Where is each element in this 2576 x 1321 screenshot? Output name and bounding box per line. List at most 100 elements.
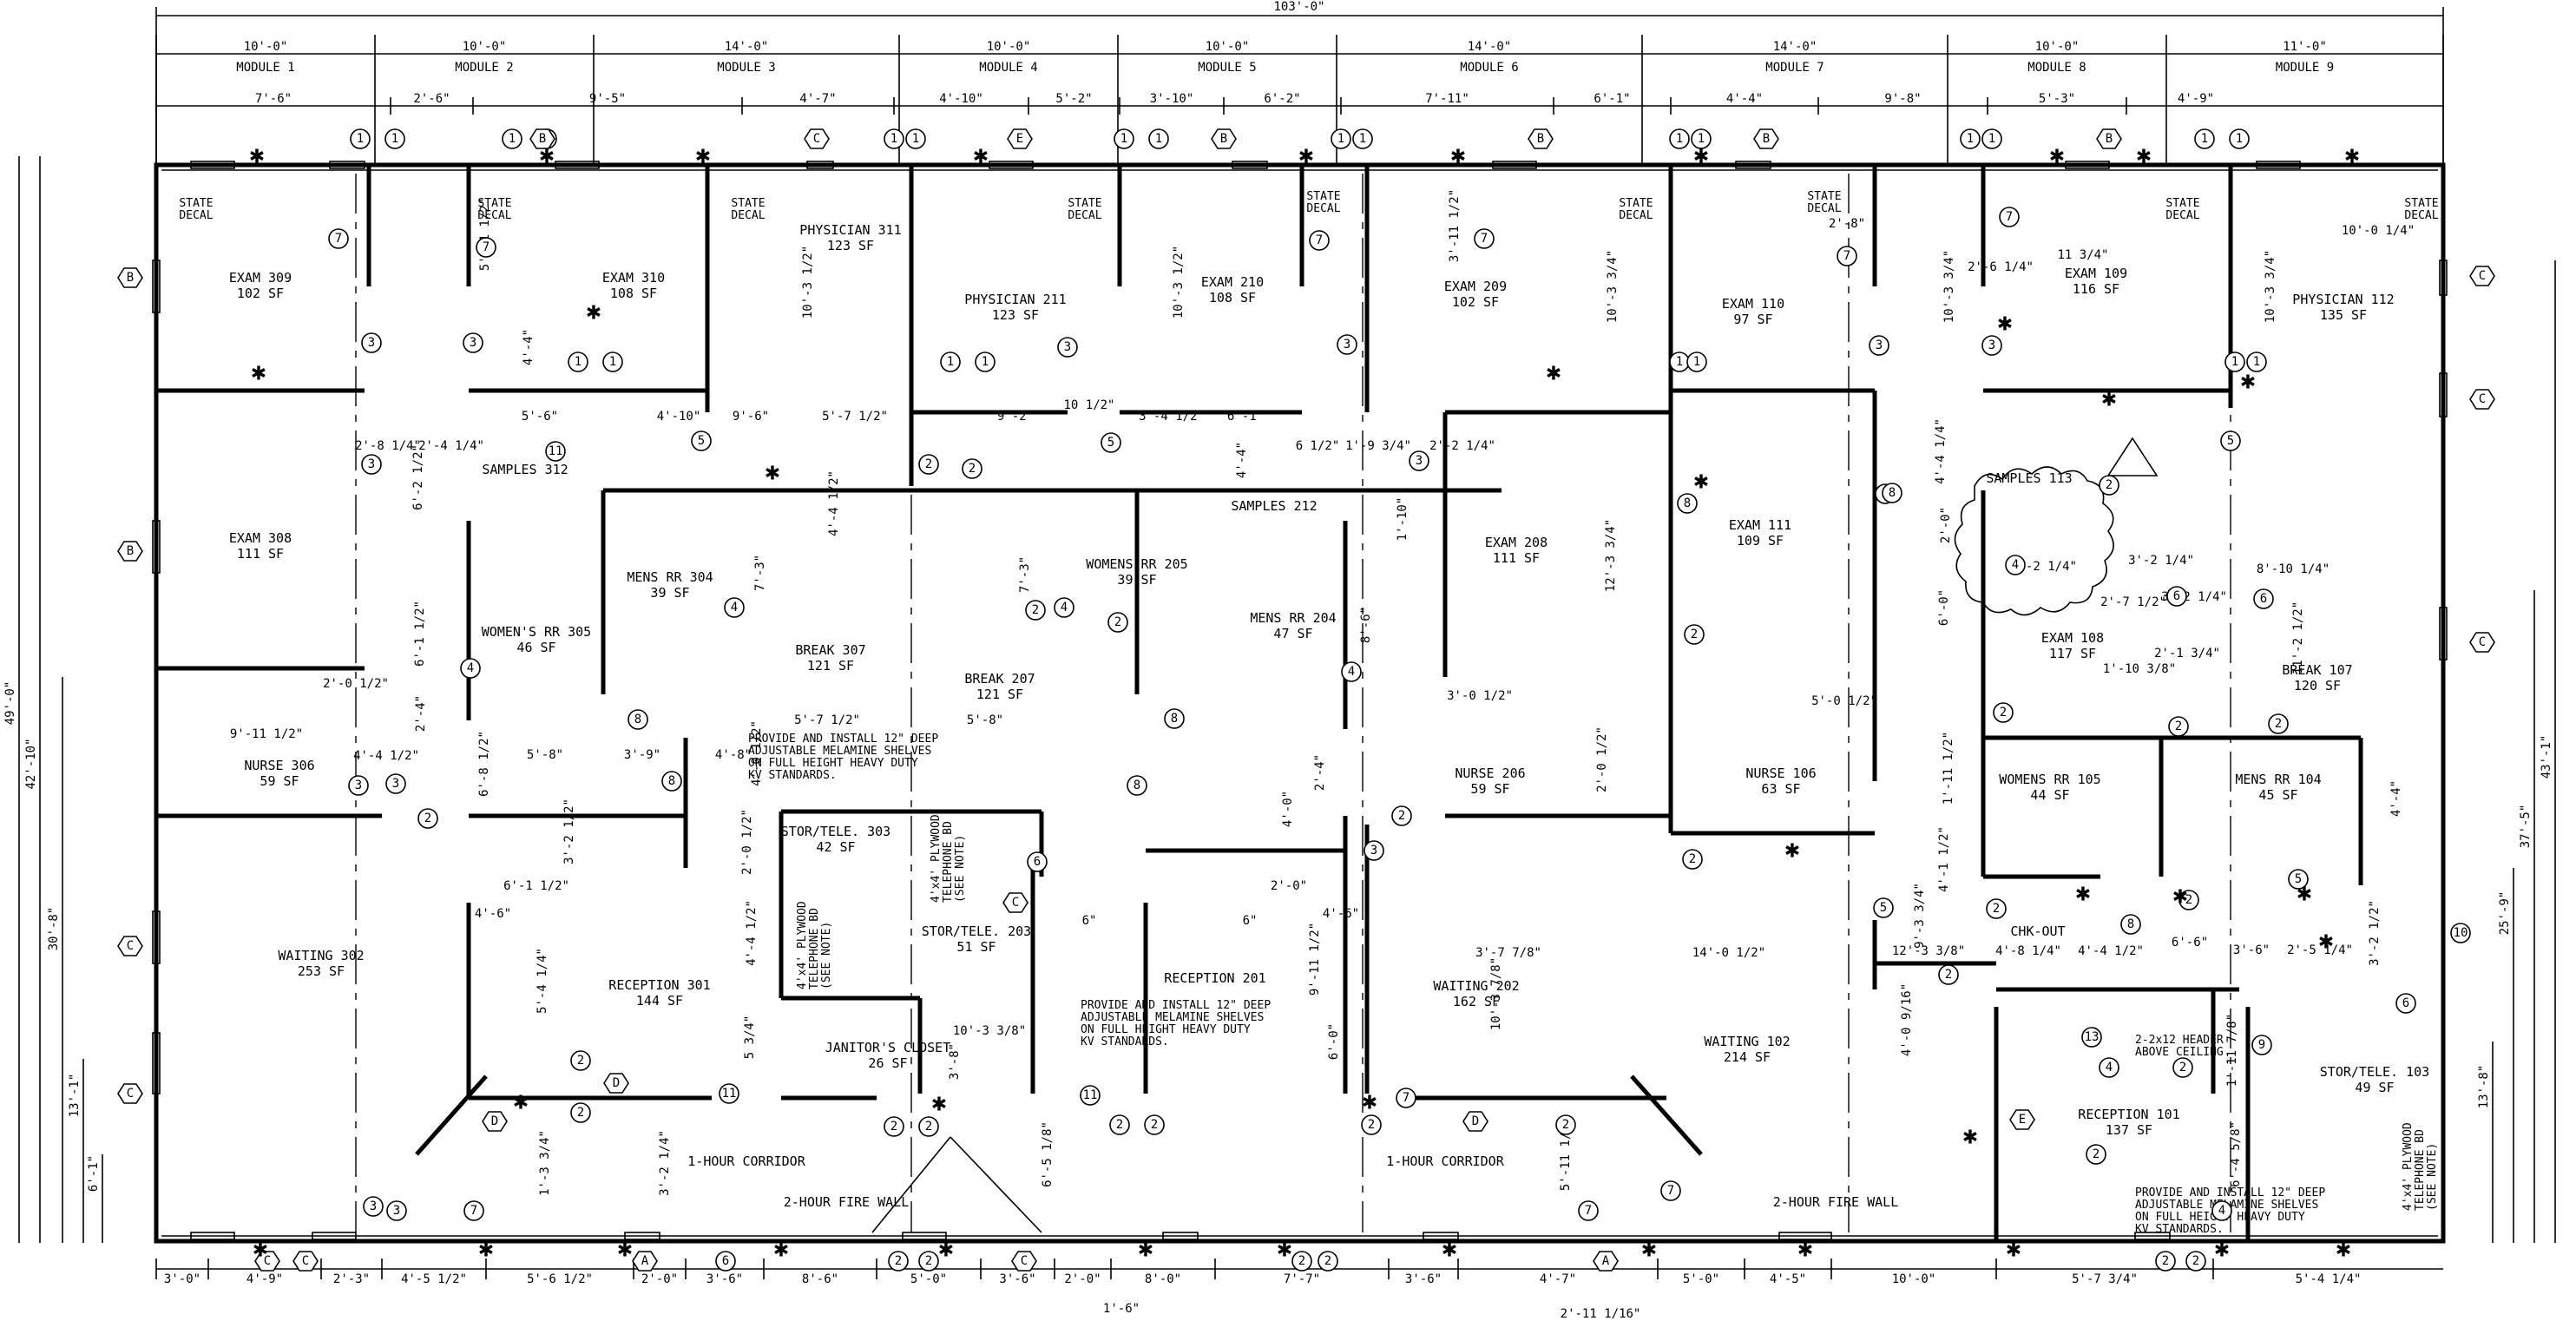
window-7	[1735, 161, 1771, 169]
svg-text:C: C	[2479, 269, 2486, 283]
room-area-8: 135 SF	[2320, 307, 2367, 323]
svg-text:C: C	[1012, 896, 1019, 910]
window-tag-14: C	[254, 1251, 280, 1272]
top-dim-0: 7'-6"	[255, 92, 292, 106]
door-tag-6: 1	[1114, 128, 1134, 149]
svg-text:1: 1	[1120, 132, 1127, 146]
window-tag-6: B	[2096, 128, 2122, 149]
door-tag-27: 3	[1981, 335, 2002, 356]
room-name-29: STOR/TELE. 203	[922, 923, 1031, 939]
plywood-3-line-3: (SEE NOTE)	[2426, 1143, 2439, 1211]
state-decal-0-l1: STATE	[179, 197, 213, 210]
interior-dim-35: 2'-7 1/2"	[2100, 595, 2166, 609]
bottom-dim-0: 3'-0"	[164, 1272, 200, 1286]
top-dim-4: 4'-10"	[939, 92, 983, 106]
module-width-5: 10'-0"	[1206, 40, 1250, 54]
room-name-26: WOMENS RR 105	[1999, 772, 2100, 787]
interior-dim-81: 4'-4 1/2"	[2078, 944, 2144, 958]
svg-text:2: 2	[1151, 1118, 1158, 1132]
svg-text:7: 7	[470, 1204, 477, 1218]
room-area-28: 42 SF	[816, 839, 855, 855]
window-tag-3: B	[1211, 128, 1237, 149]
svg-text:2: 2	[2162, 1254, 2169, 1268]
room-name-20: SAMPLES 113	[1986, 470, 2072, 486]
door-tag-50: 6	[2253, 588, 2274, 609]
room-area-24: 59 SF	[1470, 781, 1509, 797]
column-marker-9: ✱	[2344, 146, 2360, 168]
bottom-dim-9: 3'-6"	[999, 1272, 1035, 1286]
module-width-6: 14'-0"	[1468, 40, 1512, 54]
state-decal-4-l1: STATE	[1306, 190, 1340, 203]
svg-text:9: 9	[2258, 1038, 2265, 1052]
interior-dim-60: 2'-0 1/2"	[740, 809, 754, 875]
svg-text:3: 3	[1876, 338, 1883, 352]
interior-dim-19: 2'-8 1/4"	[355, 439, 421, 453]
side-window-r-1	[2439, 372, 2448, 417]
svg-text:1: 1	[947, 355, 954, 369]
shelves-note-1-line-2: ADJUSTABLE MELAMINE SHELVES	[748, 745, 931, 758]
svg-text:1: 1	[391, 132, 398, 146]
svg-text:1: 1	[1155, 132, 1162, 146]
interior-dim-2: 10'-3 1/2"	[1172, 246, 1186, 319]
column-marker-35: ✱	[1641, 1239, 1657, 1261]
bottom-dim-3: 4'-5 1/2"	[401, 1272, 467, 1286]
window-tag-8: C	[2469, 389, 2495, 410]
left-dim-4: 6'-1"	[87, 1155, 101, 1192]
interior-dim-43: 8'-6"	[1359, 607, 1373, 643]
door-tag-58: 8	[1882, 483, 1902, 503]
door-tag-75: 3	[1364, 840, 1384, 861]
room-name-36: CHK-OUT	[2010, 923, 2065, 939]
state-decal-7-l2: DECAL	[2165, 209, 2199, 222]
svg-text:3: 3	[368, 336, 375, 350]
door-tag-45: 4	[1054, 597, 1074, 618]
svg-text:8: 8	[634, 713, 641, 726]
door-tag-47: 2	[2099, 475, 2119, 496]
interior-dim-91: 1'-11 7/8"	[2225, 1014, 2239, 1087]
door-tag-52: 8	[1164, 708, 1185, 729]
svg-text:3: 3	[470, 336, 476, 350]
room-area-34: 162 SF	[1453, 994, 1500, 1009]
interior-dim-89: 3'-8"	[948, 1043, 962, 1080]
door-tag-36: 3	[361, 454, 382, 475]
svg-text:4: 4	[2012, 558, 2019, 572]
door-tag-7: 1	[1148, 128, 1169, 149]
svg-text:2: 2	[1993, 902, 2000, 916]
interior-dim-10: 10'-3 3/4"	[2264, 250, 2277, 323]
svg-text:1: 1	[912, 132, 919, 146]
window-16	[1778, 1232, 1832, 1240]
shelves-note-2-line-4: KV STANDARDS.	[1081, 1035, 1169, 1048]
svg-text:D: D	[1472, 1114, 1479, 1128]
door-tag-35: 1	[2246, 352, 2267, 372]
door-tag-88: 2	[570, 1102, 591, 1123]
top-dim-7: 6'-2"	[1264, 92, 1300, 106]
column-marker-25: ✱	[1362, 1092, 1377, 1114]
column-marker-18: ✱	[1784, 840, 1800, 862]
room-area-19: 109 SF	[1737, 533, 1784, 549]
door-tag-13: 1	[1981, 128, 2002, 149]
interior-dim-87: 5 3/4"	[743, 1015, 757, 1060]
window-tag-19: C	[1002, 892, 1028, 913]
door-tag-90: 2	[918, 1116, 939, 1137]
interior-dim-77: 14'-0 1/2"	[1692, 946, 1765, 960]
window-tag-21: D	[482, 1111, 508, 1132]
room-area-23: 59 SF	[260, 773, 299, 789]
door-tag-20: 7	[1837, 246, 1857, 266]
door-tag-64: 3	[385, 773, 406, 794]
column-marker-3: ✱	[973, 146, 989, 168]
room-area-29: 51 SF	[956, 939, 996, 955]
module-label-8: MODULE 8	[2027, 61, 2086, 75]
svg-text:5: 5	[2295, 872, 2302, 886]
room-area-32: 26 SF	[868, 1055, 907, 1071]
interior-dim-71: 6"	[1243, 914, 1258, 928]
svg-text:3: 3	[355, 779, 362, 792]
svg-text:2: 2	[2106, 478, 2113, 492]
door-tag-19: 7	[1474, 228, 1495, 249]
side-window-2	[152, 1032, 161, 1094]
plywood-note-3: 4'x4' PLYWOOD TELEPHONE BD (SEE NOTE)	[2402, 1122, 2439, 1211]
room-name-34: WAITING 202	[1433, 978, 1519, 994]
shelves-note-1-line-1: PROVIDE AND INSTALL 12" DEEP	[748, 733, 938, 746]
room-name-4: EXAM 210	[1201, 274, 1264, 290]
interior-dim-40: 2'-0 1/2"	[323, 677, 389, 691]
interior-dim-17: 3'-4 1/2"	[1139, 410, 1205, 424]
